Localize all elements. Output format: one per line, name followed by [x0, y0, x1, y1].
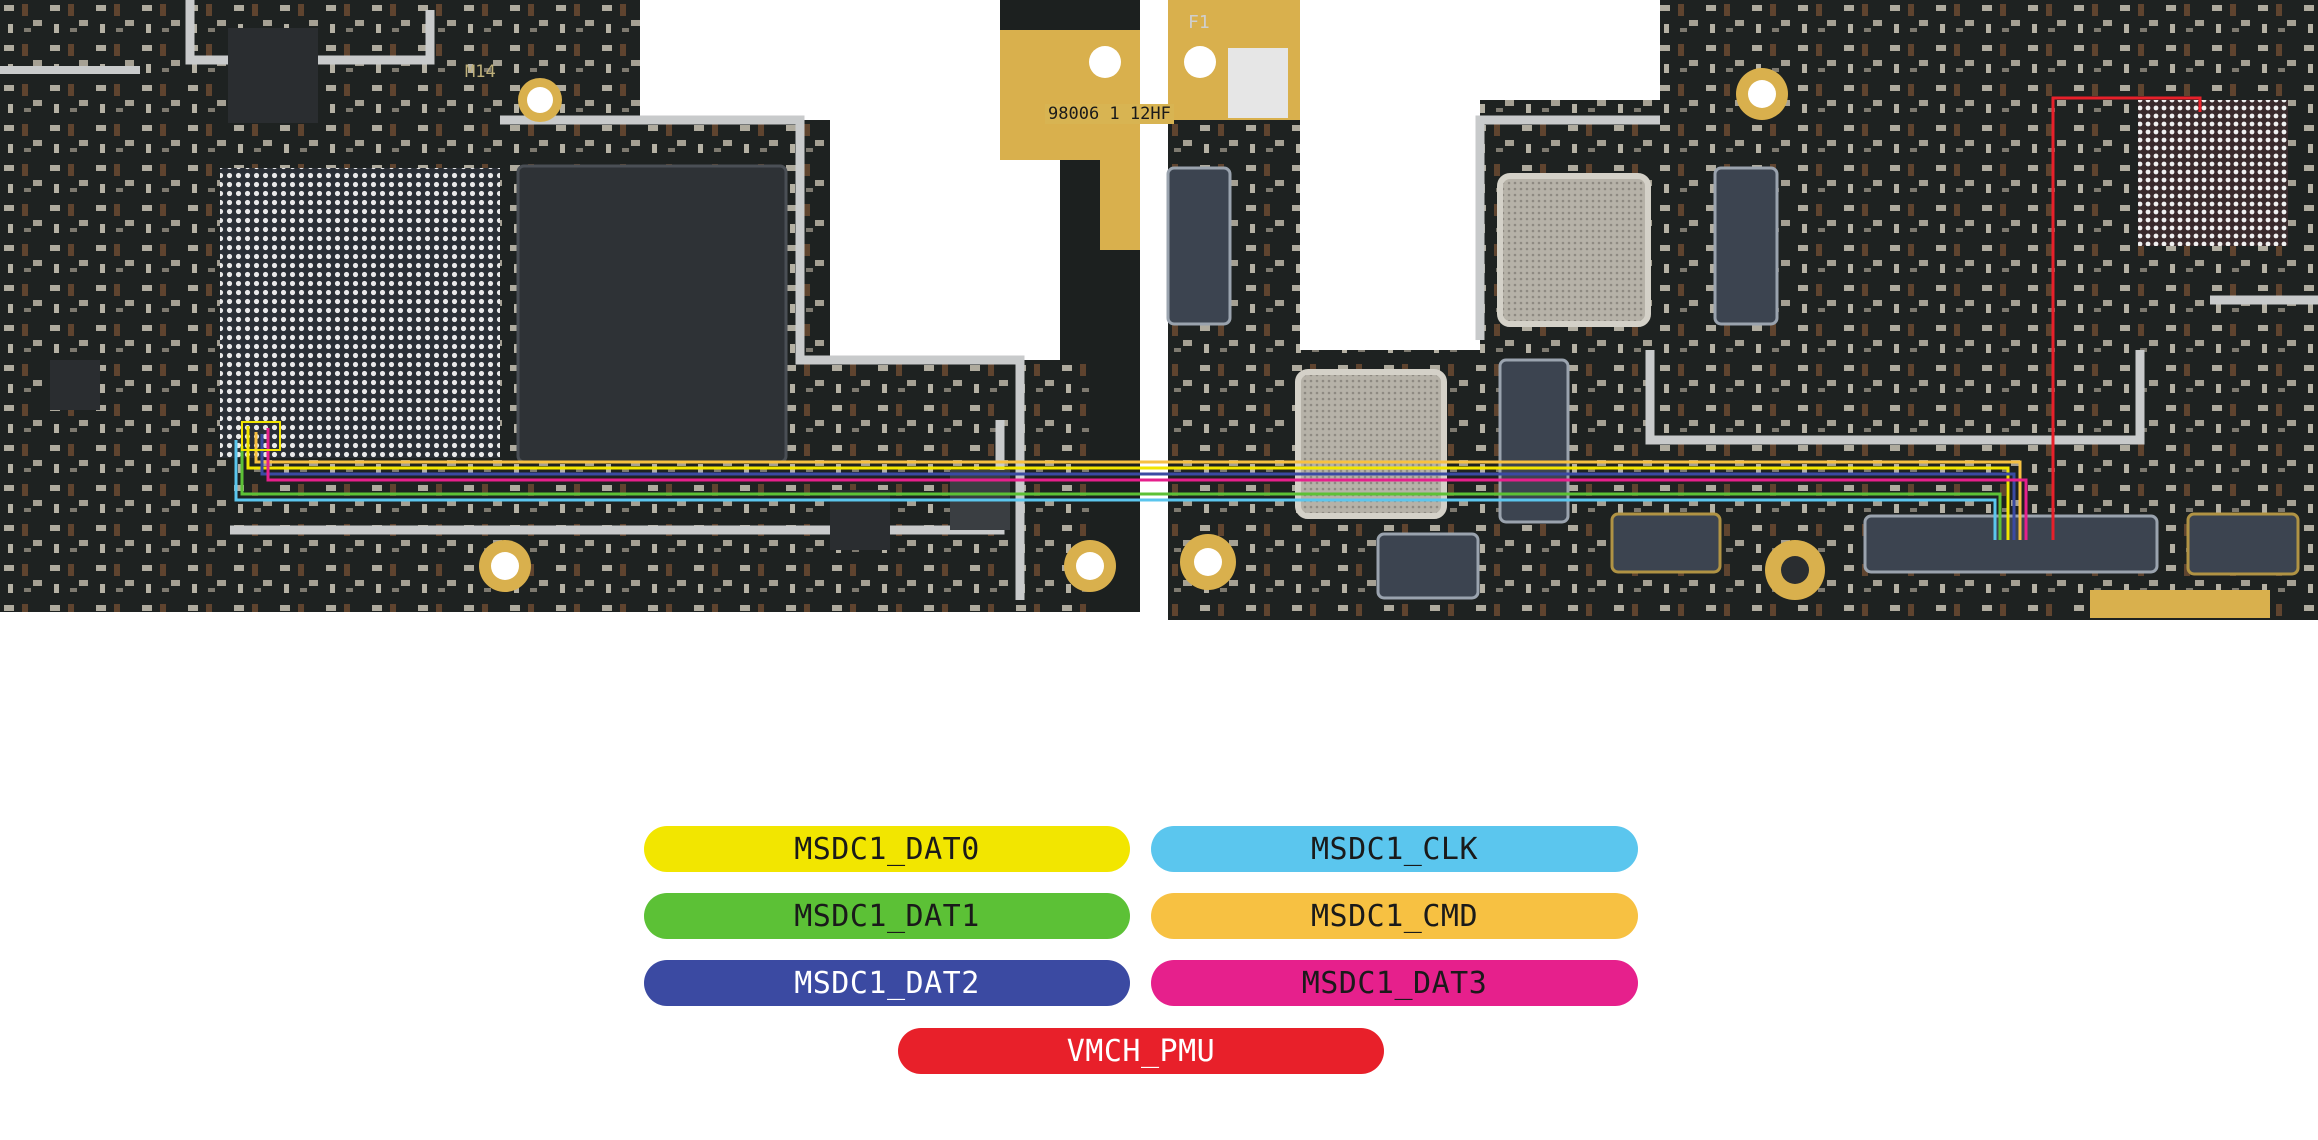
legend-label: MSDC1_CMD	[1310, 898, 1479, 934]
legend-msdc1-dat1: MSDC1_DAT1	[644, 893, 1130, 939]
trace-msdc1-clk	[234, 440, 1997, 540]
legend-label: MSDC1_DAT0	[794, 831, 980, 867]
signal-traces	[234, 96, 2202, 540]
trace-msdc1-dat0	[246, 426, 2010, 540]
trace-msdc1-cmd	[254, 432, 2022, 540]
silkscreen-f1: F1	[1188, 12, 1210, 33]
legend-label: MSDC1_CLK	[1310, 831, 1479, 867]
trace-msdc1-dat2	[260, 434, 2016, 540]
legend-msdc1-dat3: MSDC1_DAT3	[1151, 960, 1638, 1006]
legend-label: MSDC1_DAT2	[794, 965, 980, 1001]
silkscreen-m14: M14	[465, 62, 496, 82]
bga-test-point-box	[241, 421, 281, 451]
legend-vmch-pmu: VMCH_PMU	[898, 1028, 1384, 1074]
legend-msdc1-clk: MSDC1_CLK	[1151, 826, 1638, 872]
trace-vmch-pmu	[2051, 96, 2202, 540]
legend-label: MSDC1_DAT1	[794, 898, 980, 934]
board-serial-label: 98006 1 12HF	[1045, 104, 1174, 124]
legend-msdc1-dat0: MSDC1_DAT0	[644, 826, 1130, 872]
trace-msdc1-dat1	[240, 446, 2002, 540]
left-board	[0, 0, 1140, 612]
right-board	[1166, 0, 2318, 620]
legend-label: MSDC1_DAT3	[1301, 965, 1488, 1001]
legend-msdc1-dat2: MSDC1_DAT2	[644, 960, 1130, 1006]
trace-msdc1-dat3	[266, 428, 2028, 540]
legend-label: VMCH_PMU	[1066, 1033, 1216, 1069]
legend-msdc1-cmd: MSDC1_CMD	[1151, 893, 1638, 939]
